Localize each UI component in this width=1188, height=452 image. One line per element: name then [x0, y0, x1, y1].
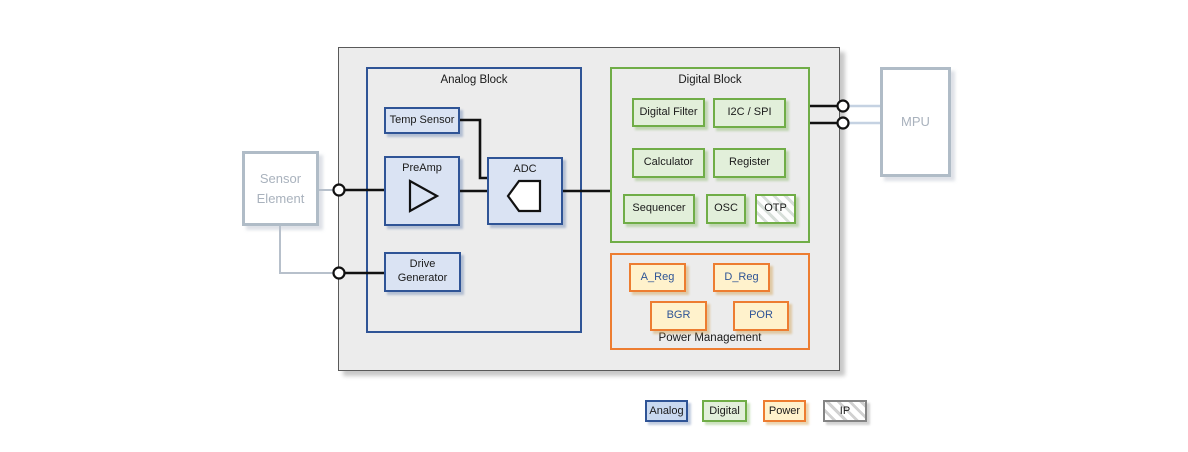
legend-digital: Digital [702, 400, 747, 422]
mpu-box: MPU [880, 67, 951, 177]
drive-generator-label-line2: Generator [397, 272, 448, 284]
sensor-element-box: Sensor Element [242, 151, 319, 226]
adc-label: ADC [513, 163, 537, 175]
register-box: Register [713, 148, 786, 178]
sequencer-box: Sequencer [623, 194, 695, 224]
power-management-block: Power Management [610, 253, 810, 350]
register-label: Register [729, 156, 770, 169]
analog-block: Analog Block [366, 67, 582, 333]
d-reg-box: D_Reg [713, 263, 770, 292]
osc-box: OSC [706, 194, 746, 224]
drive-generator-box: Drive Generator [384, 252, 461, 292]
wire-sensor-to-pin2 [279, 226, 338, 274]
legend-power-label: Power [768, 405, 801, 417]
bgr-box: BGR [650, 301, 707, 331]
digital-filter-box: Digital Filter [632, 98, 705, 127]
sequencer-label: Sequencer [632, 202, 686, 215]
a-reg-box: A_Reg [629, 263, 686, 292]
a-reg-label: A_Reg [640, 270, 675, 283]
sensor-element-label-line1: Sensor [259, 171, 302, 186]
otp-box: OTP [755, 194, 796, 224]
por-label: POR [749, 309, 773, 322]
sensor-element-label-line2: Element [256, 190, 305, 206]
temp-sensor-box: Temp Sensor [384, 107, 460, 134]
preamp-label: PreAmp [402, 162, 442, 174]
i2c-spi-box: I2C / SPI [713, 98, 786, 128]
por-box: POR [733, 301, 789, 331]
mpu-wires [843, 104, 880, 125]
calculator-label: Calculator [643, 156, 694, 169]
digital-block-title: Digital Block [678, 74, 742, 86]
legend-digital-label: Digital [709, 405, 740, 417]
i2c-spi-label: I2C / SPI [727, 106, 772, 119]
digital-block: Digital Block [610, 67, 810, 243]
mpu-label: MPU [901, 114, 930, 130]
legend-analog-label: Analog [649, 405, 684, 417]
bgr-label: BGR [666, 309, 691, 322]
adc-box: ADC [487, 157, 563, 225]
preamp-box: PreAmp [384, 156, 460, 226]
legend-analog: Analog [645, 400, 688, 422]
power-management-title: Power Management [658, 332, 762, 344]
temp-sensor-label: Temp Sensor [389, 113, 455, 126]
drive-generator-label-line1: Drive [409, 258, 436, 271]
osc-label: OSC [714, 202, 738, 215]
legend-power: Power [763, 400, 806, 422]
calculator-box: Calculator [632, 148, 705, 178]
legend-ip: IP [823, 400, 867, 422]
d-reg-label: D_Reg [724, 270, 759, 283]
analog-block-title: Analog Block [440, 74, 508, 86]
digital-filter-label: Digital Filter [639, 105, 698, 118]
legend-ip-label: IP [839, 405, 851, 417]
otp-label: OTP [764, 202, 787, 215]
